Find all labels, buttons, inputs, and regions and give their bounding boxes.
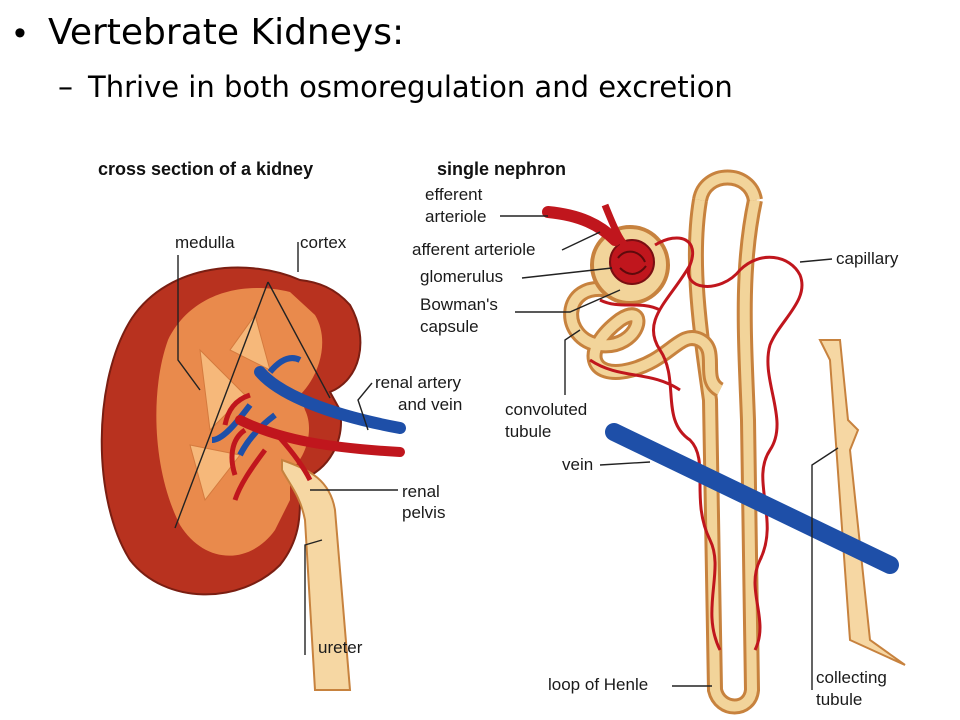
renal-artery (235, 415, 405, 457)
leader-capillary (799, 258, 833, 263)
renal-vein (254, 366, 406, 434)
slide-title: Vertebrate Kidneys: (48, 12, 405, 53)
efferent-arteriole (542, 206, 621, 246)
loop-of-henle-fill (690, 198, 760, 712)
leader-ureter (304, 539, 323, 655)
label-convoluted: convoluted (505, 400, 587, 419)
left-diagram-title: cross section of a kidney (98, 159, 313, 179)
bullet-dot: • (14, 14, 26, 52)
tubule-top-bend-fill (695, 172, 760, 202)
slide-subtitle: Thrive in both osmoregulation and excret… (88, 70, 733, 104)
glomerulus-texture (617, 250, 647, 275)
sub-bullet: – Thrive in both osmoregulation and excr… (58, 70, 733, 105)
label-renal-artery: renal artery (375, 373, 461, 392)
leader-bowman (515, 289, 621, 313)
kidney-diagram: cross section of a kidney medulla cortex… (98, 159, 906, 715)
label-collecting: collecting (816, 668, 887, 687)
convoluted-tubule-fill (566, 283, 723, 395)
dash-marker: – (58, 70, 73, 105)
leader-renal-artery (357, 382, 373, 431)
kidney-cut-line-2 (267, 281, 331, 399)
afferent-arteriole (601, 203, 628, 248)
renal-vein-branches (211, 355, 302, 457)
label-ureter: ureter (318, 638, 363, 657)
label-renal: renal (402, 482, 440, 501)
label-afferent: afferent arteriole (412, 240, 535, 259)
kidney-cut-line (174, 281, 269, 529)
label-loop-of-henle: loop of Henle (548, 675, 648, 694)
label-medulla: medulla (175, 233, 235, 252)
nephron-vein (605, 423, 899, 574)
collecting-tubule-shape (818, 339, 906, 666)
label-collecting-tubule: tubule (816, 690, 862, 709)
leader-convoluted (564, 329, 581, 395)
kidney-cross-section (100, 266, 406, 691)
leader-afferent (561, 231, 601, 251)
label-convoluted-tubule: tubule (505, 422, 551, 441)
leader-vein (599, 461, 651, 466)
nephron (542, 169, 906, 715)
glomerulus-shape (609, 239, 655, 285)
label-renal-vein: and vein (398, 395, 462, 414)
label-efferent-arteriole: arteriole (425, 207, 486, 226)
leader-medulla (177, 255, 201, 391)
label-cortex: cortex (300, 233, 347, 252)
label-pelvis: pelvis (402, 503, 445, 522)
label-efferent: efferent (425, 185, 483, 204)
leader-collecting (811, 447, 839, 690)
leader-glomerulus (521, 267, 613, 279)
bullet-heading: • Vertebrate Kidneys: (14, 12, 404, 53)
label-vein: vein (562, 455, 593, 474)
right-diagram-title: single nephron (437, 159, 566, 179)
label-bowman: Bowman's (420, 295, 498, 314)
label-glomerulus: glomerulus (420, 267, 503, 286)
label-capsule: capsule (420, 317, 479, 336)
renal-artery-branches (222, 392, 313, 501)
label-capillary: capillary (836, 249, 899, 268)
capillary-network (589, 236, 804, 651)
